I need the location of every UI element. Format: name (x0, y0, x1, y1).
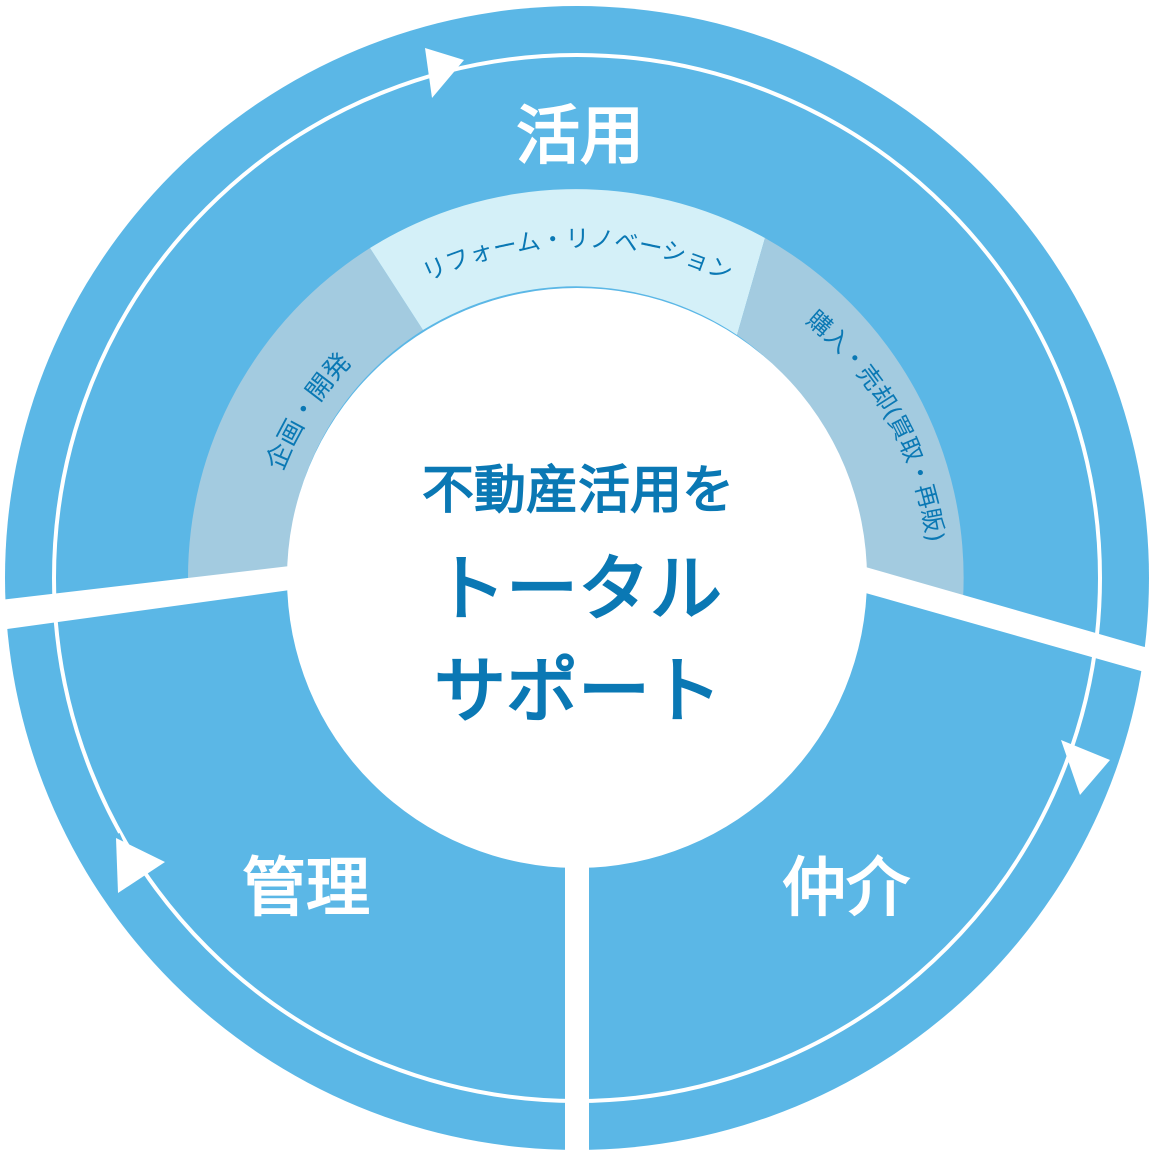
center-title-line1: 不動産活用を (422, 461, 734, 521)
sector-separators (0, 566, 1155, 1160)
band-segment-reform (370, 189, 765, 335)
center-title-line3: サポート (434, 649, 722, 733)
band-segment-konyu (737, 238, 964, 600)
inner-band (187, 189, 964, 600)
sector-label-kanri: 管理 (242, 852, 370, 926)
band-segment-kikaku (187, 248, 423, 580)
center-circle (287, 288, 867, 868)
arrow-head-right-icon (1061, 740, 1110, 795)
center-title-line2: トータル (434, 547, 722, 631)
arrow-head-top-icon (425, 48, 464, 98)
sector-label-katsuyo: 活用 (516, 100, 644, 174)
arrow-head-left-icon (116, 838, 165, 893)
sector-label-chukai: 仲介 (782, 852, 911, 926)
